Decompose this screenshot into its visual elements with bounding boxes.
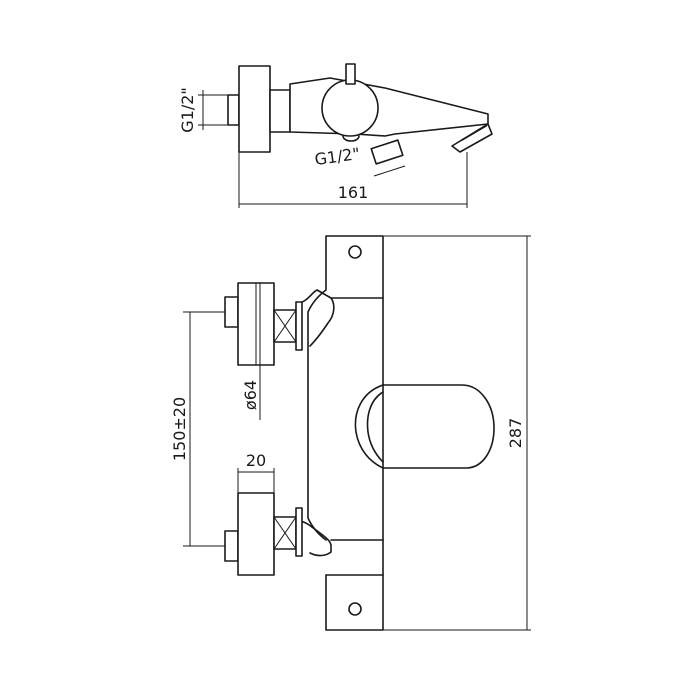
cover-diameter-label: ø64 bbox=[241, 380, 260, 410]
top-connector bbox=[269, 89, 291, 133]
top-main-body bbox=[321, 79, 379, 137]
top-outlet-thread-label: G1/2" bbox=[313, 144, 361, 169]
upper-inlet-stub bbox=[224, 296, 239, 328]
front-view: 150±20 ø64 20 287 bbox=[170, 235, 531, 631]
top-mount-hole bbox=[348, 245, 362, 259]
top-view: G1/2" G1/2" 161 bbox=[178, 63, 493, 208]
height-label: 287 bbox=[506, 418, 525, 449]
inlet-spacing-label: 150±20 bbox=[170, 397, 189, 461]
top-inlet-thread-label: G1/2" bbox=[178, 87, 197, 133]
bottom-mount-hole bbox=[348, 602, 362, 616]
top-outlet-stub bbox=[370, 139, 404, 165]
lower-wall-cover bbox=[237, 492, 275, 576]
top-knob-stem bbox=[345, 63, 356, 85]
front-spout bbox=[354, 384, 495, 469]
lower-inlet-stub bbox=[224, 530, 239, 562]
front-body-outline bbox=[307, 235, 384, 631]
top-inlet-stub bbox=[227, 94, 240, 126]
top-spout bbox=[289, 77, 489, 137]
top-length-label: 161 bbox=[338, 183, 369, 202]
inlet-offset-label: 20 bbox=[246, 451, 266, 470]
top-wall-cover bbox=[238, 65, 271, 153]
